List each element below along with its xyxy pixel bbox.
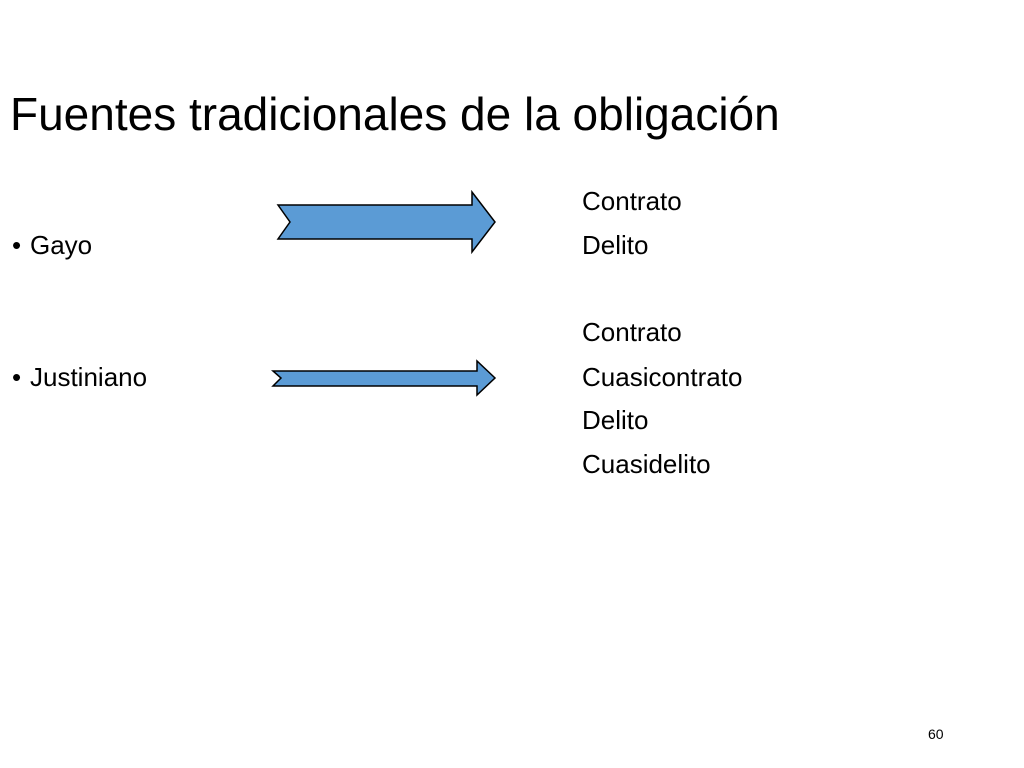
gayo-source-delito: Delito: [582, 230, 649, 260]
justiniano-source-contrato: Contrato: [582, 317, 682, 347]
slide-title: Fuentes tradicionales de la obligación: [10, 88, 780, 140]
bullet-icon: •: [12, 230, 22, 260]
justiniano-source-cuasidelito: Cuasidelito: [582, 449, 711, 479]
bullet-gayo-label: Gayo: [30, 230, 93, 260]
gayo-arrow-shape: [276, 190, 496, 254]
right-arrow-icon: [271, 359, 497, 397]
justiniano-source-cuasicontrato: Cuasicontrato: [582, 362, 743, 392]
bullet-icon: •: [12, 362, 22, 392]
right-arrow-icon: [276, 190, 496, 254]
gayo-source-contrato: Contrato: [582, 186, 682, 216]
justiniano-arrow-shape: [271, 359, 497, 397]
bullet-justiniano-label: Justiniano: [30, 362, 148, 392]
page-number: 60: [928, 726, 944, 742]
justiniano-source-delito: Delito: [582, 405, 649, 435]
